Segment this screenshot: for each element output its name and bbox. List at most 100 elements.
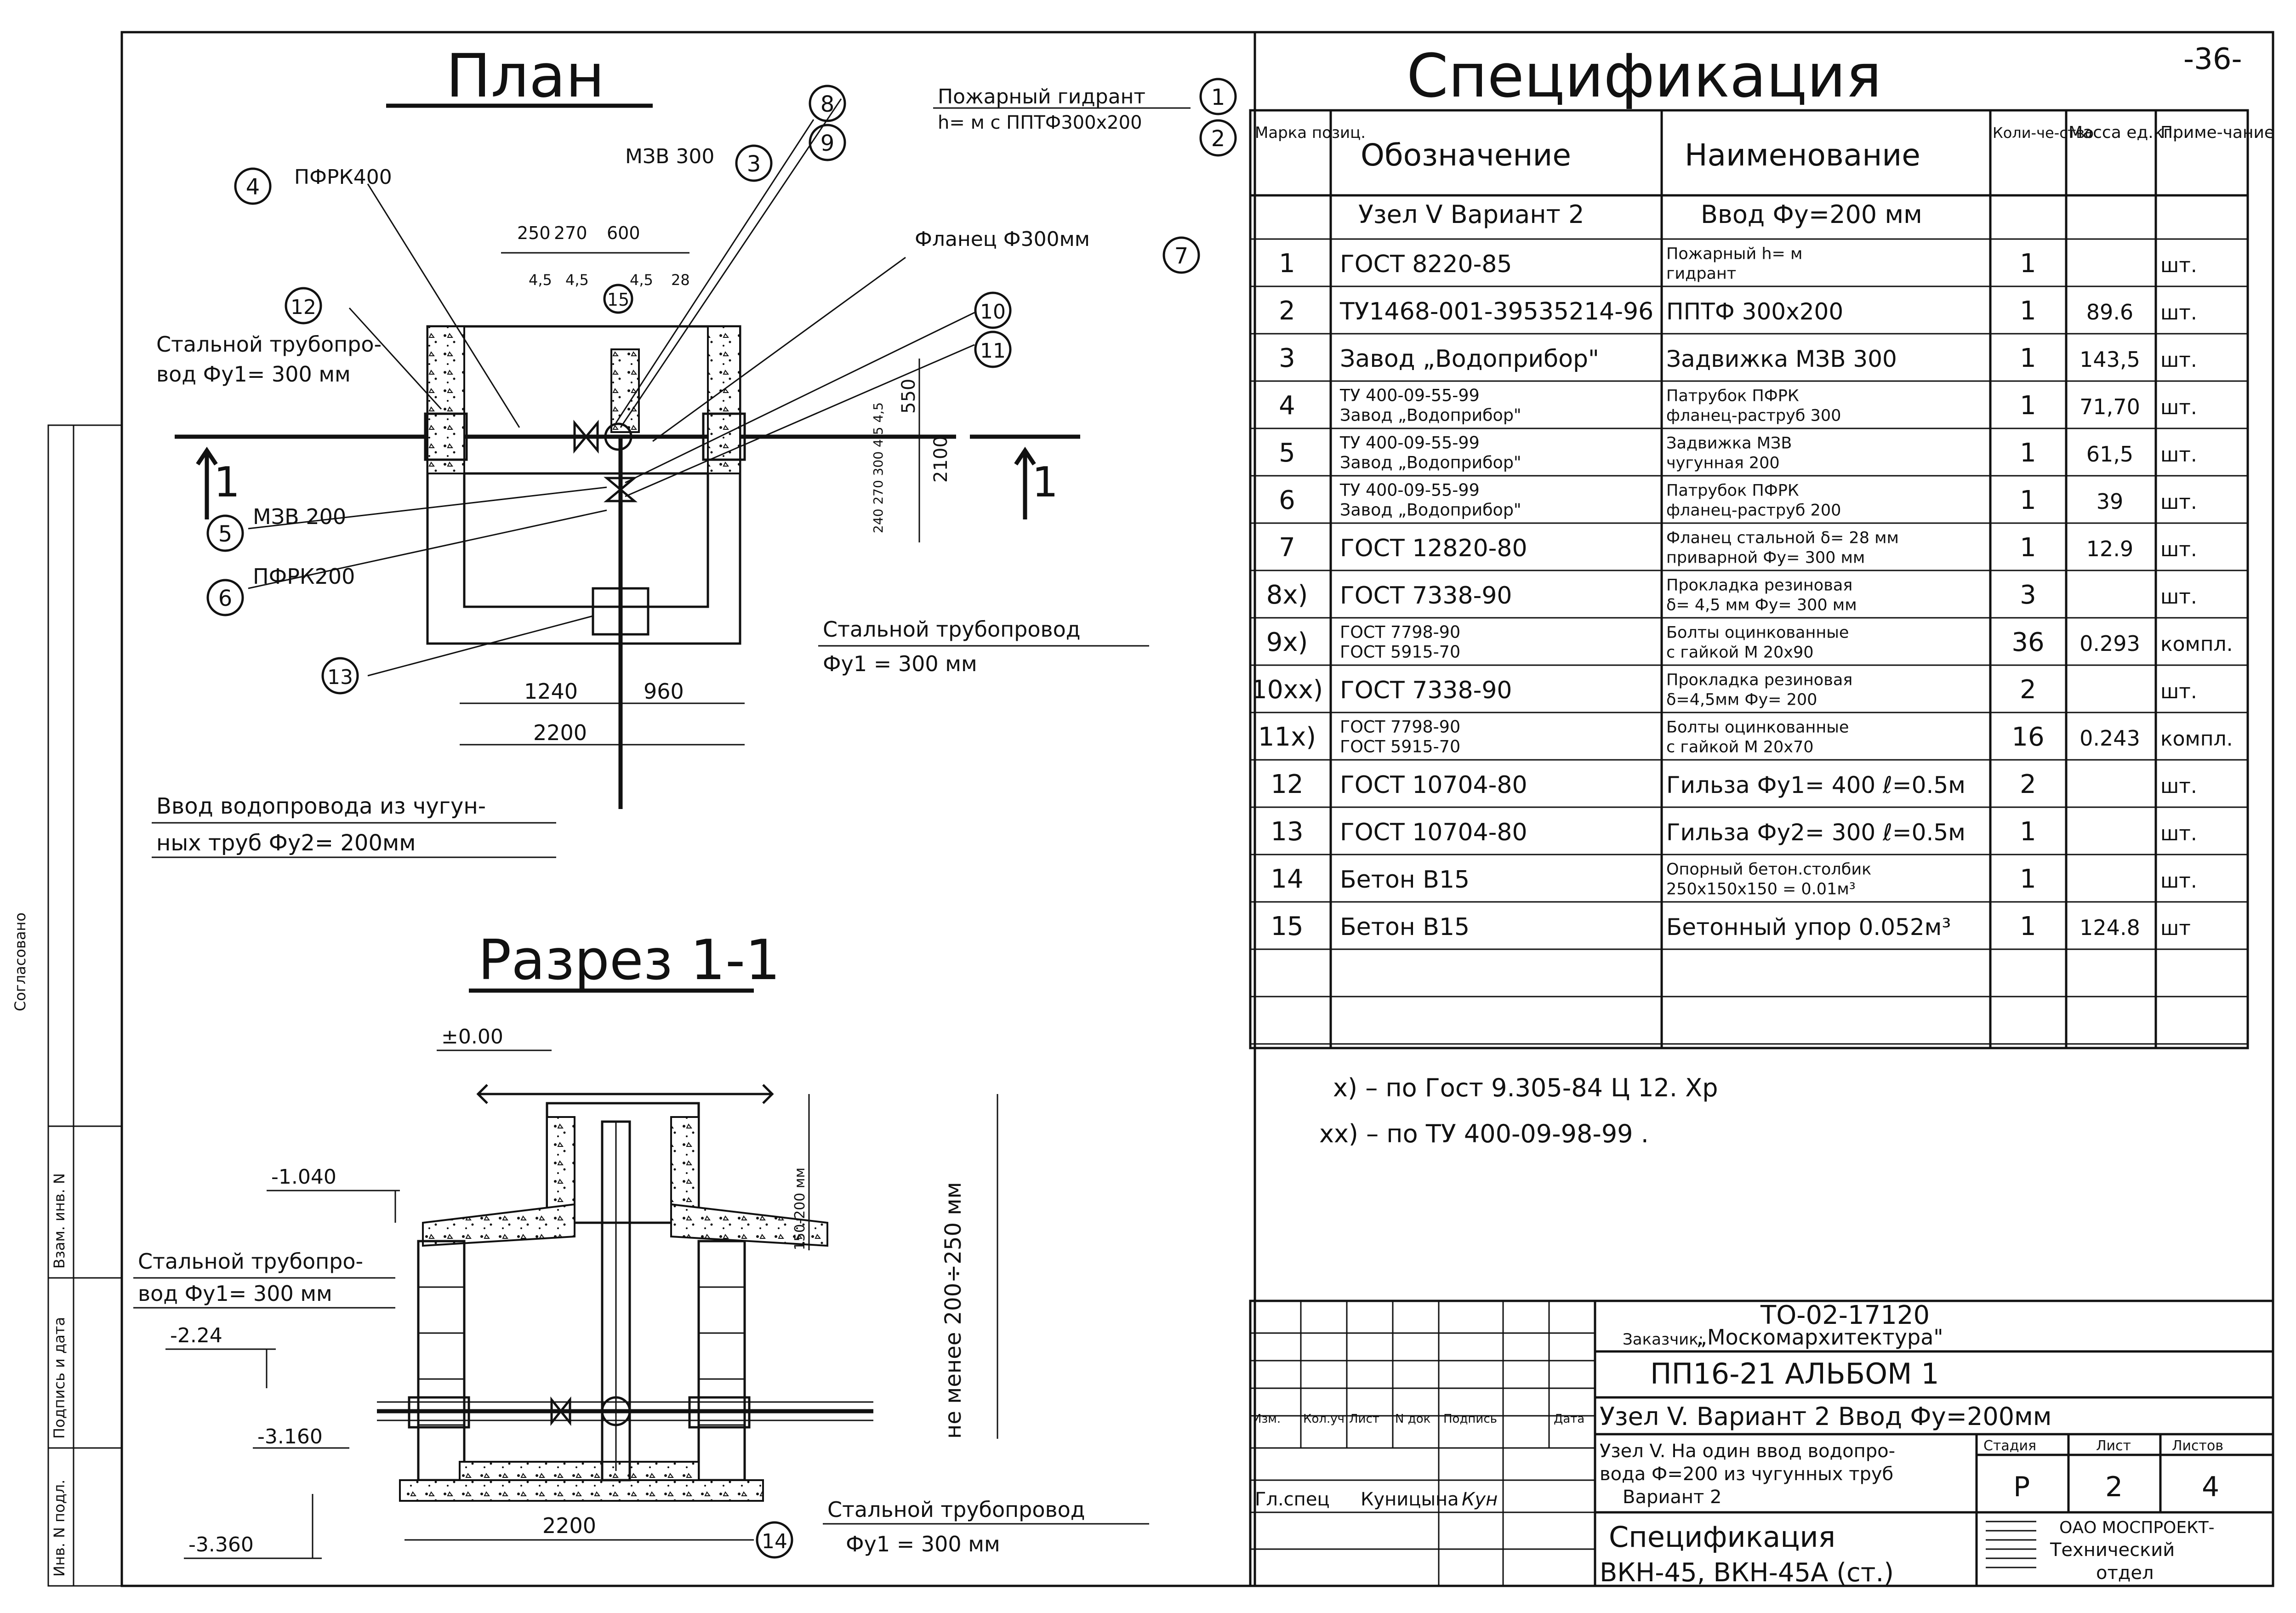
tb-desc-3: Вариант 2 — [1623, 1487, 1721, 1508]
svg-text:960: 960 — [644, 679, 684, 704]
spec-cell-pos: 12 — [1270, 769, 1303, 799]
tb-sheet: 2 — [2105, 1471, 2123, 1503]
spec-cell-pos: 9х) — [1266, 627, 1308, 657]
tb-doc-1: Спецификация — [1609, 1520, 1835, 1554]
spec-cell-pos: 5 — [1279, 438, 1295, 468]
spec-cell-pos: 6 — [1279, 485, 1295, 515]
spec-cell-name: Бетонный упор 0.052м³ — [1666, 914, 1951, 940]
svg-text:28: 28 — [671, 271, 690, 289]
tb-org-2: Технический — [2050, 1539, 2175, 1561]
plan-sleeve-right — [702, 412, 746, 461]
svg-text:Стальной трубопро-: Стальной трубопро- — [156, 332, 382, 357]
svg-text:-2.24: -2.24 — [170, 1324, 222, 1347]
svg-text:250: 250 — [517, 223, 551, 243]
callout-2: 2 — [1199, 119, 1237, 157]
svg-text:±0.00: ±0.00 — [441, 1025, 503, 1049]
svg-text:вод Фу1= 300 мм: вод Фу1= 300 мм — [156, 362, 351, 387]
stamp-sign: Подпись и дата — [51, 1317, 68, 1439]
spec-cell-qty: 1 — [2020, 533, 2036, 563]
svg-text:240 270 300 4,5 4,5: 240 270 300 4,5 4,5 — [871, 402, 886, 533]
svg-text:Стальной трубопро-: Стальной трубопро- — [138, 1249, 363, 1274]
stamp-replace: Взам. инв. N — [51, 1173, 68, 1269]
tb-role: Гл.спец — [1255, 1489, 1330, 1510]
spec-cell-qty: 36 — [2011, 627, 2044, 657]
spec-cell-pos: 2 — [1279, 296, 1295, 326]
tb-customer-label: Заказчик: — [1623, 1330, 1703, 1349]
svg-text:4: 4 — [246, 174, 260, 200]
page-number: -36- — [2183, 42, 2242, 76]
svg-text:150-200 мм: 150-200 мм — [792, 1168, 808, 1250]
spec-cell-designation: ГОСТ 7338-90 — [1340, 582, 1512, 610]
tb-org-3: отдел — [2096, 1562, 2154, 1584]
callout-15: 15 — [603, 284, 633, 314]
callout-11: 11 — [974, 331, 1012, 368]
callout-9: 9 — [809, 124, 846, 161]
org-logo — [1986, 1521, 2036, 1568]
tb-sheets: 4 — [2202, 1471, 2219, 1503]
spec-title: Спецификация — [1407, 41, 1882, 111]
tb-stage: Р — [2013, 1471, 2030, 1503]
svg-text:Фу1 = 300 мм: Фу1 = 300 мм — [823, 651, 977, 676]
svg-text:2: 2 — [1211, 126, 1225, 152]
spec-cell-pos: 8х) — [1266, 580, 1308, 610]
svg-text:Фланец Ф300мм: Фланец Ф300мм — [915, 228, 1090, 251]
svg-text:9: 9 — [820, 131, 835, 156]
spec-cell-pos: 15 — [1270, 912, 1303, 941]
spec-cell-note: шт. — [2160, 301, 2197, 325]
svg-text:15: 15 — [607, 290, 629, 310]
svg-text:ПФРК400: ПФРК400 — [294, 165, 392, 189]
header-name: Наименование — [1685, 137, 1920, 173]
spec-cell-qty: 1 — [2020, 817, 2036, 847]
spec-cell-name: Гильза Фу1= 400 ℓ=0.5м — [1666, 772, 1966, 798]
header-mass: Масса ед.кг. — [2068, 123, 2177, 142]
spec-cell-note: шт. — [2160, 538, 2197, 561]
spec-cell-pos: 11х) — [1258, 722, 1316, 752]
group-designation: Узел V Вариант 2 — [1358, 200, 1584, 229]
spec-cell-note: компл. — [2160, 633, 2233, 656]
svg-text:4,5: 4,5 — [529, 271, 552, 289]
plan-hydrant — [604, 422, 632, 451]
spec-cell-mass: 61,5 — [2086, 442, 2133, 467]
svg-text:Лист: Лист — [1349, 1412, 1379, 1426]
callout-7: 7 — [1162, 236, 1200, 274]
svg-text:8: 8 — [820, 91, 835, 117]
tb-sheet-label: Лист — [2096, 1438, 2131, 1454]
section-view: Разрез 1-1 ±0.00 -1.0 — [133, 929, 1149, 1559]
svg-text:13: 13 — [327, 666, 353, 689]
spec-cell-qty: 2 — [2020, 769, 2036, 799]
section-base-slab — [399, 1479, 764, 1502]
header-qty: Коли-че-ство — [1993, 124, 2094, 142]
spec-cell-qty: 3 — [2020, 580, 2036, 610]
spec-cell-pos: 4 — [1279, 391, 1295, 421]
spec-cell-note: шт. — [2160, 254, 2197, 277]
spec-cell-note: шт. — [2160, 348, 2197, 372]
spec-cell-pos: 10хх) — [1251, 675, 1323, 704]
spec-cell-pos: 7 — [1279, 533, 1295, 563]
svg-text:270: 270 — [554, 223, 587, 243]
tb-node: Узел V. Вариант 2 Ввод Фу=200мм — [1600, 1402, 2052, 1431]
spec-cell-note: шт. — [2160, 490, 2197, 514]
section-wall-right — [697, 1240, 746, 1482]
spec-cell-designation: ГОСТ 8220-85 — [1340, 251, 1512, 278]
svg-text:МЗВ 300: МЗВ 300 — [625, 145, 714, 168]
spec-cell-qty: 2 — [2020, 675, 2036, 705]
spec-cell-note: шт. — [2160, 396, 2197, 419]
title-block: Изм. Кол.уч Лист N док Подпись Дата Гл.с… — [1249, 1300, 2274, 1588]
svg-text:2100: 2100 — [930, 436, 951, 483]
spec-cell-note: шт. — [2160, 869, 2197, 893]
callout-8: 8 — [809, 85, 846, 122]
